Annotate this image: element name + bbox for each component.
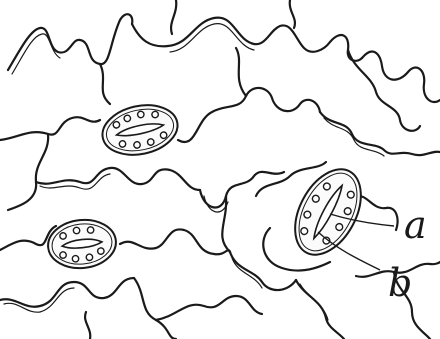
cell-wall-inner-lines: [4, 24, 384, 320]
stoma-lower-left: [46, 217, 119, 272]
label-a: a: [404, 203, 427, 247]
label-b: b: [388, 261, 412, 305]
stoma-upper: [98, 99, 182, 162]
stoma-right: [282, 158, 375, 266]
